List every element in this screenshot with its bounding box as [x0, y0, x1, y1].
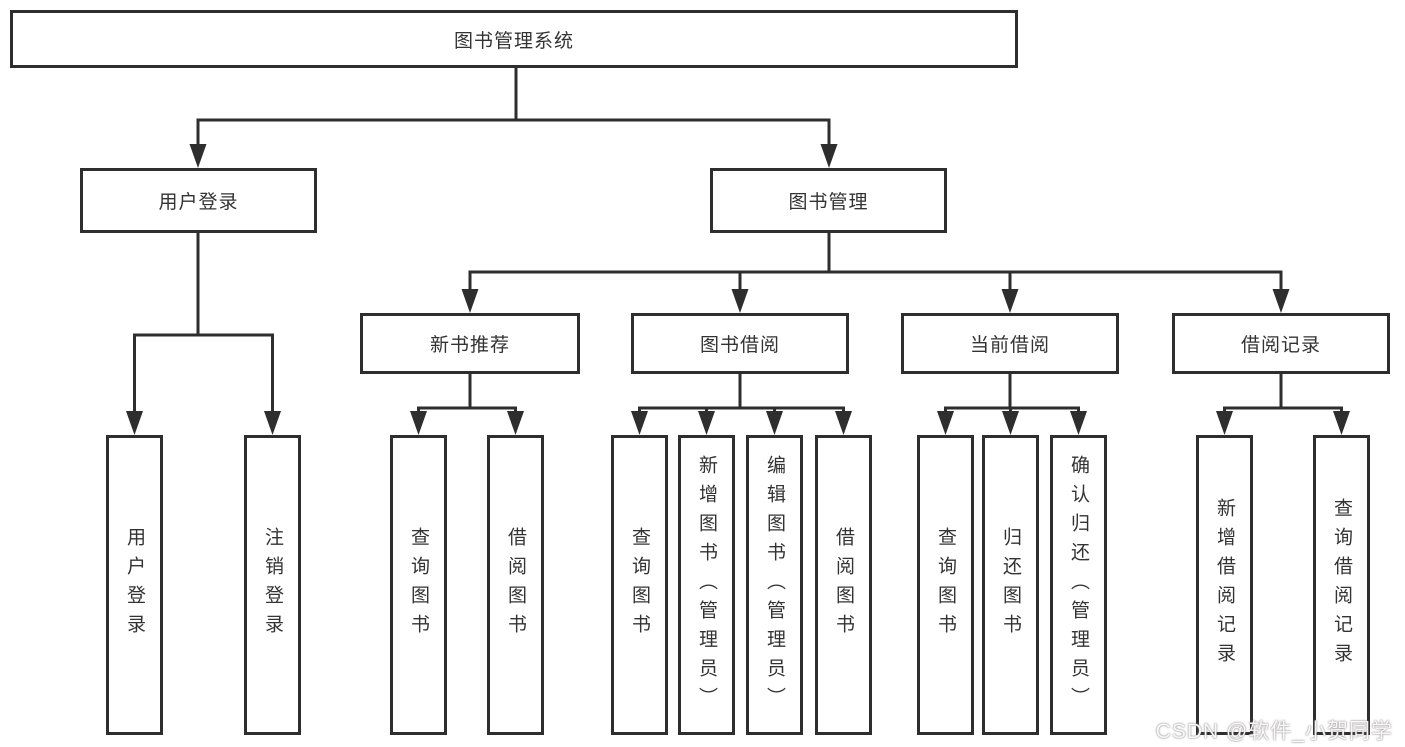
node-borrow-books: 借阅图书: [815, 435, 872, 735]
node-add-books-admin: 新增图书（管理员）: [678, 435, 735, 735]
node-confirm-return-admin: 确认归还（管理员）: [1050, 435, 1107, 735]
node-label: 查询借阅记录: [1331, 498, 1352, 672]
node-add-borrow-record: 新增借阅记录: [1196, 435, 1253, 735]
connector-current-borrowing-children: [937, 374, 1087, 435]
node-logout-action: 注销登录: [244, 435, 301, 735]
node-label: 查询图书: [408, 527, 429, 643]
connector-book-mgmt-to-level3: [461, 233, 1290, 313]
node-label: 查询图书: [935, 527, 956, 643]
node-query-books-recommend: 查询图书: [390, 435, 447, 735]
node-label: 新增借阅记录: [1214, 498, 1235, 672]
node-label: 新增图书（管理员）: [696, 454, 717, 716]
node-label: 注销登录: [262, 527, 283, 643]
node-current-borrowing: 当前借阅: [901, 313, 1119, 374]
connector-root-to-level2: [189, 68, 838, 168]
node-user-login: 用户登录: [80, 168, 317, 233]
connector-new-book-recommend-children: [410, 374, 524, 435]
node-book-management: 图书管理: [710, 168, 947, 233]
node-new-book-recommend: 新书推荐: [360, 313, 580, 374]
node-label: 确认归还（管理员）: [1068, 454, 1089, 716]
node-root-system: 图书管理系统: [10, 10, 1018, 68]
node-user-login-action: 用户登录: [106, 435, 163, 735]
node-label: 借阅图书: [505, 527, 526, 643]
node-query-books-current: 查询图书: [917, 435, 974, 735]
node-label: 编辑图书（管理员）: [764, 454, 785, 716]
node-label: 查询图书: [629, 527, 650, 643]
node-label: 归还图书: [1000, 527, 1021, 643]
node-borrowing-records: 借阅记录: [1172, 313, 1390, 374]
node-label: 借阅图书: [833, 527, 854, 643]
connector-user-login-branch: [126, 233, 281, 435]
node-borrow-books-recommend: 借阅图书: [487, 435, 544, 735]
node-query-borrow-record: 查询借阅记录: [1313, 435, 1370, 735]
node-query-books-borrowing: 查询图书: [611, 435, 668, 735]
node-book-borrowing: 图书借阅: [631, 313, 849, 374]
node-label: 用户登录: [124, 527, 145, 643]
csdn-watermark: CSDN @软件_小贺同学: [1155, 720, 1393, 743]
connector-book-borrowing-children: [631, 374, 852, 435]
node-return-books: 归还图书: [982, 435, 1039, 735]
node-edit-books-admin: 编辑图书（管理员）: [746, 435, 803, 735]
connector-borrowing-records-children: [1216, 374, 1350, 435]
